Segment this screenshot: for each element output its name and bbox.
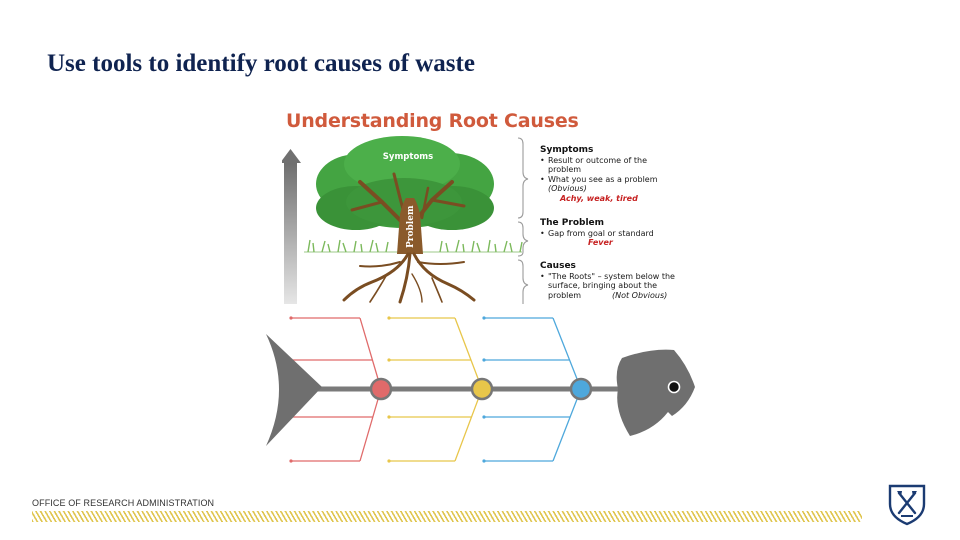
causes-title: Causes (540, 261, 576, 271)
fish-head (616, 349, 695, 436)
upward-arrow (282, 149, 301, 304)
fish-tail (266, 334, 322, 446)
cause-node-yellow (470, 377, 494, 401)
symptoms-bullet-2: What you see as a problem (540, 175, 680, 185)
trunk-label: Problem (406, 205, 416, 248)
problem-notes: The Problem Gap from goal or standard Fe… (540, 218, 680, 248)
problem-example: Fever (588, 238, 613, 248)
symptoms-bullet-1: Result or outcome of the problem (540, 156, 680, 175)
tree-trunk (397, 198, 423, 254)
bone-red-diagonal (359, 317, 382, 390)
canopy-label: Symptoms (383, 152, 433, 162)
bone-blue-tip (482, 415, 486, 419)
bone-red-tip (289, 459, 293, 463)
bone-blue-tip (482, 316, 486, 320)
bone-yellow-diagonal (454, 317, 483, 390)
section-brackets (517, 137, 529, 304)
university-shield-icon (888, 484, 926, 526)
slide-title: Use tools to identify root causes of was… (47, 50, 475, 77)
bone-blue-tip (482, 459, 486, 463)
bone-yellow-tip (387, 459, 391, 463)
cause-node-red (369, 377, 393, 401)
fishbone-bones (289, 316, 582, 463)
problem-title: The Problem (540, 218, 605, 228)
bone-blue-tip (482, 358, 486, 362)
fish-eye (667, 380, 681, 394)
symptoms-title: Symptoms (540, 145, 594, 155)
bone-blue-diagonal (552, 317, 582, 390)
causes-notes: Causes "The Roots" – system below the su… (540, 261, 680, 301)
bone-yellow-tip (387, 415, 391, 419)
bone-yellow-diagonal (454, 388, 483, 462)
footer-stripe (32, 511, 862, 522)
fishbone-diagram (266, 316, 695, 463)
tree-illustration: Symptoms Problem (282, 136, 529, 304)
symptoms-example: Achy, weak, tired (560, 193, 638, 203)
tree-roots (342, 252, 476, 304)
symptoms-notes: Symptoms Result or outcome of the proble… (540, 145, 680, 204)
footer-organization: OFFICE OF RESEARCH ADMINISTRATION (32, 498, 215, 508)
diagram-heading: Understanding Root Causes (286, 110, 579, 132)
cause-node-blue (569, 377, 593, 401)
causes-bullet-1: "The Roots" – system below the surface, … (540, 272, 680, 301)
bone-blue-diagonal (552, 388, 582, 462)
bone-red-diagonal (359, 388, 382, 462)
root-causes-diagram: Symptoms Problem Understanding Root Caus… (282, 102, 682, 304)
bone-yellow-tip (387, 316, 391, 320)
symptoms-aside: (Obvious) (548, 184, 587, 194)
problem-bullet-1: Gap from goal or standard (540, 229, 680, 239)
bone-red-tip (289, 316, 293, 320)
bone-yellow-tip (387, 358, 391, 362)
